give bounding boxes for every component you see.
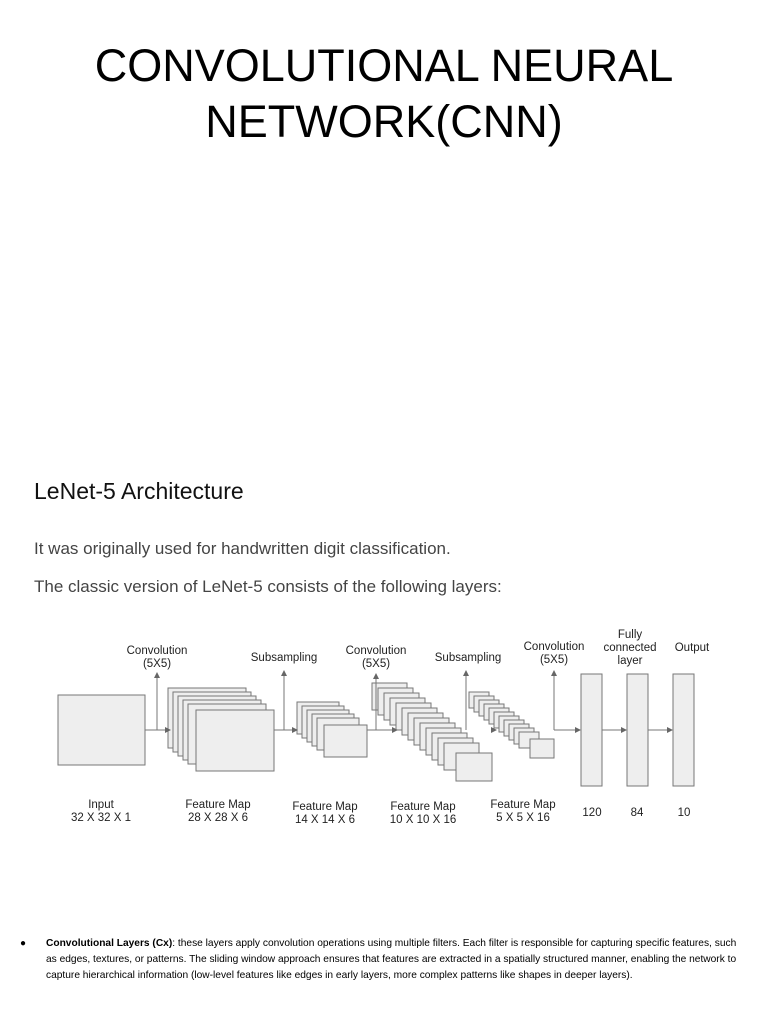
fc-84-bar [626, 673, 649, 787]
lenet5-architecture-diagram: Convolution (5X5) Subsampling Convolutio… [57, 629, 710, 826]
bullet-dot-icon: ● [20, 938, 27, 949]
op-sub1: Subsampling [251, 652, 317, 664]
op-sub2: Subsampling [435, 652, 501, 664]
title-line-2: NETWORK(CNN) [205, 96, 563, 147]
op-conv1-line2: (5X5) [143, 658, 171, 670]
bullet-body: these layers apply convolution operation… [46, 938, 737, 981]
label-fm4-line2: 5 X 5 X 16 [496, 812, 550, 824]
page-title: CONVOLUTIONAL NEURAL NETWORK(CNN) [0, 38, 768, 150]
label-10: 10 [678, 807, 691, 819]
intro-paragraph: It was originally used for handwritten d… [34, 539, 451, 558]
feature-map-3-stack [371, 682, 493, 782]
label-fm4-line1: Feature Map [490, 799, 555, 811]
op-fc-line2: connected [603, 642, 656, 654]
label-fm3-line2: 10 X 10 X 16 [390, 814, 457, 826]
label-fm2-line2: 14 X 14 X 6 [295, 814, 355, 826]
label-120: 120 [582, 807, 601, 819]
feature-map-1-stack [167, 687, 275, 772]
op-conv1-line1: Convolution [127, 645, 188, 657]
feature-map-4-stack [468, 691, 555, 759]
bullet-label: Convolutional Layers (Cx) [46, 938, 173, 949]
op-conv2-line2: (5X5) [362, 658, 390, 670]
bullet-colon: : [172, 938, 176, 949]
label-84: 84 [631, 807, 644, 819]
label-fm2-line1: Feature Map [292, 801, 357, 813]
label-fm1-line1: Feature Map [185, 799, 250, 811]
op-fc-line3: layer [618, 655, 643, 667]
op-conv2-line1: Convolution [346, 645, 407, 657]
bullet-text: Convolutional Layers (Cx): these layers … [46, 936, 740, 984]
op-fc-line1: Fully [618, 629, 643, 641]
label-fm1-line2: 28 X 28 X 6 [188, 812, 248, 824]
label-fm3-line1: Feature Map [390, 801, 455, 813]
output-10-bar [672, 673, 695, 787]
fc-120-bar [580, 673, 603, 787]
input-block [57, 694, 146, 766]
layers-paragraph: The classic version of LeNet-5 consists … [34, 577, 502, 596]
op-output: Output [675, 642, 710, 654]
title-line-1: CONVOLUTIONAL NEURAL [94, 40, 674, 91]
section-heading: LeNet-5 Architecture [34, 478, 244, 504]
label-input-line1: Input [88, 799, 114, 811]
label-input-line2: 32 X 32 X 1 [71, 812, 131, 824]
bullet-item-convolutional-layers: ● Convolutional Layers (Cx): these layer… [20, 936, 740, 984]
feature-map-2-stack [296, 701, 368, 758]
op-conv3-line2: (5X5) [540, 654, 568, 666]
op-conv3-line1: Convolution [524, 641, 585, 653]
